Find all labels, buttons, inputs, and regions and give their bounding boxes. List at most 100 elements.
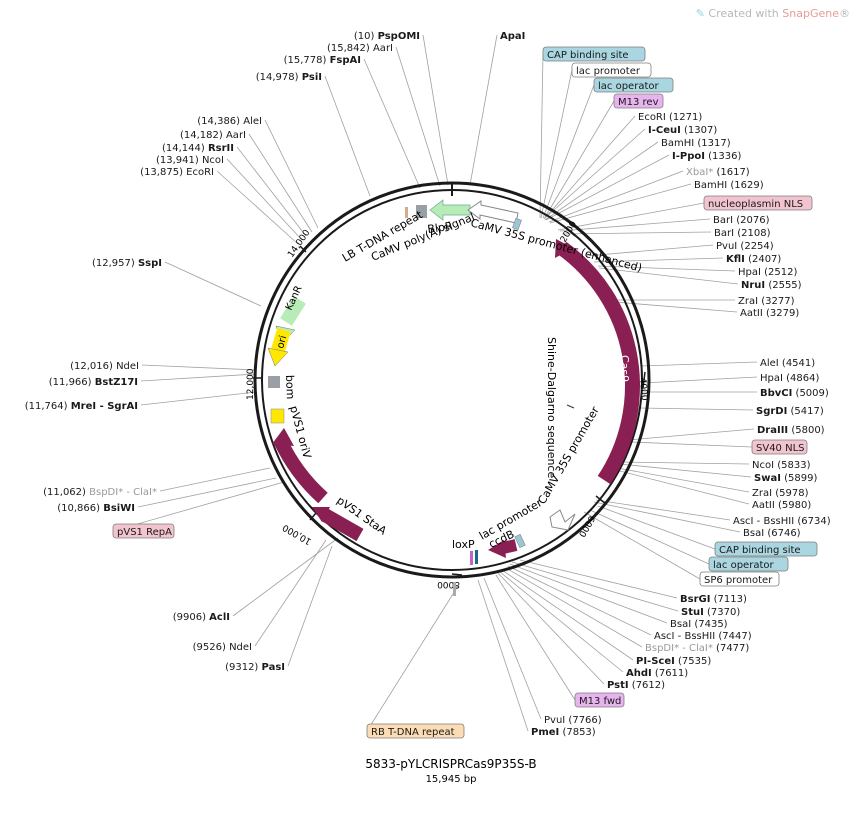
site-position: (11,966)	[49, 377, 95, 388]
site-leader-line	[597, 265, 736, 272]
site-position: (14,182)	[180, 130, 226, 141]
site-label: BarI (2108)	[714, 228, 771, 239]
site-name: NcoI	[202, 155, 224, 166]
watermark-brand: SnapGene	[782, 7, 839, 20]
site-name: SwaI	[754, 473, 781, 484]
site-leader-line	[287, 545, 333, 667]
feature-box-label: CAP binding site	[719, 545, 801, 556]
site-name: AleI	[243, 116, 262, 127]
site-position: (12,957)	[92, 258, 138, 269]
site-label: (14,386) AleI	[197, 116, 262, 127]
site-name: AarI	[226, 130, 246, 141]
site-name: BarI	[714, 228, 734, 239]
site-position: (2512)	[761, 267, 798, 278]
tick-label: 6000	[576, 514, 596, 539]
tick-label: 8000	[437, 579, 460, 589]
site-name: BspDI* - ClaI*	[89, 487, 157, 498]
site-name: AclI	[209, 612, 230, 623]
site-leader-line	[619, 461, 750, 465]
ccdb-feature	[501, 539, 518, 554]
feature-box	[703, 195, 813, 211]
loxp-feature-2	[475, 550, 478, 564]
feature-box-label: pVS1 RepA	[117, 527, 172, 538]
site-name: EcoRI	[638, 112, 666, 123]
ori-arrowhead	[267, 347, 289, 367]
site-name: BsaI	[670, 619, 691, 630]
site-leader-line	[615, 469, 750, 505]
tick-mark	[299, 245, 307, 253]
site-position: (14,386)	[197, 116, 243, 127]
site-leader-line	[159, 467, 271, 492]
shine-dalgarno-tick	[566, 404, 575, 409]
site-label: AscI - BssHII (7447)	[654, 631, 752, 642]
bom-feature	[268, 376, 280, 388]
site-position: (7370)	[704, 607, 741, 618]
site-position: (14,144)	[162, 143, 208, 154]
feature-box-label: RB T-DNA repeat	[371, 727, 455, 738]
box-leader-line	[597, 505, 716, 550]
plasmid-name: 5833-pYLCRISPRCas9P35S-B	[365, 757, 536, 771]
feature-box-label: nucleoplasmin NLS	[708, 199, 803, 210]
site-label: EcoRI (1271)	[638, 112, 702, 123]
camv-35s-enhanced-white-arrow	[467, 200, 519, 224]
site-label: BarI (2076)	[713, 215, 770, 226]
box-leader-line	[540, 69, 573, 219]
box-leader-line	[495, 574, 576, 701]
tick-mark	[309, 512, 317, 521]
feature-blpr: BlpR	[427, 220, 454, 236]
site-name: XbaI*	[686, 167, 713, 178]
site-label: AhdI (7611)	[626, 668, 688, 679]
site-position: (7435)	[691, 619, 728, 630]
site-name: SgrDI	[756, 406, 787, 417]
site-leader-line	[164, 261, 262, 307]
feature-cas9: Cas9	[618, 355, 631, 382]
site-label: HpaI (4864)	[760, 373, 819, 384]
plasmid-length: 15,945 bp	[426, 774, 477, 785]
feature-box	[366, 723, 465, 739]
site-position: (10)	[354, 31, 378, 42]
box-leader-line	[112, 481, 285, 532]
site-leader-line	[232, 537, 339, 617]
site-leader-line	[248, 133, 313, 233]
site-position: (10,866)	[57, 503, 103, 514]
site-name: HpaI	[738, 267, 761, 278]
site-leader-line	[544, 128, 646, 219]
site-name: PasI	[262, 662, 285, 673]
site-label: AleI (4541)	[760, 358, 815, 369]
box-leader-line	[630, 441, 753, 448]
site-label: I-CeuI (1307)	[648, 125, 717, 136]
site-label: XbaI* (1617)	[686, 167, 750, 178]
box-leader-line	[542, 84, 595, 219]
site-leader-line	[505, 567, 643, 648]
site-position: (1317)	[694, 138, 731, 149]
site-label: PstI (7612)	[607, 680, 665, 691]
site-name: DraIII	[757, 425, 788, 436]
site-label: (14,182) AarI	[180, 130, 246, 141]
site-position: (2108)	[734, 228, 771, 239]
lb-tdna-feature	[405, 207, 408, 218]
site-position: (7612)	[629, 680, 666, 691]
site-leader-line	[593, 257, 724, 263]
site-position: (1336)	[705, 151, 742, 162]
site-label: BspDI* - ClaI* (7477)	[645, 643, 749, 654]
site-position: (2555)	[765, 280, 802, 291]
site-label: (11,062) BspDI* - ClaI*	[43, 487, 157, 498]
site-label: (9526) NdeI	[193, 642, 252, 653]
feature-box-label: M13 rev	[618, 97, 659, 108]
site-label: DraIII (5800)	[757, 425, 825, 436]
site-position: (5980)	[775, 500, 812, 511]
site-name: PI-SceI	[636, 656, 675, 667]
site-leader-line	[264, 119, 319, 229]
feature-loxp: loxP	[452, 538, 475, 551]
watermark-suffix: ®	[839, 7, 850, 20]
site-leader-line	[324, 75, 371, 197]
ccdb-arrowhead	[488, 540, 506, 558]
site-name: BsaI	[743, 528, 764, 539]
box-leader-line	[557, 202, 705, 231]
site-label: PvuI (7766)	[544, 715, 602, 726]
site-leader-line	[585, 244, 714, 257]
site-name: AarI	[373, 43, 393, 54]
